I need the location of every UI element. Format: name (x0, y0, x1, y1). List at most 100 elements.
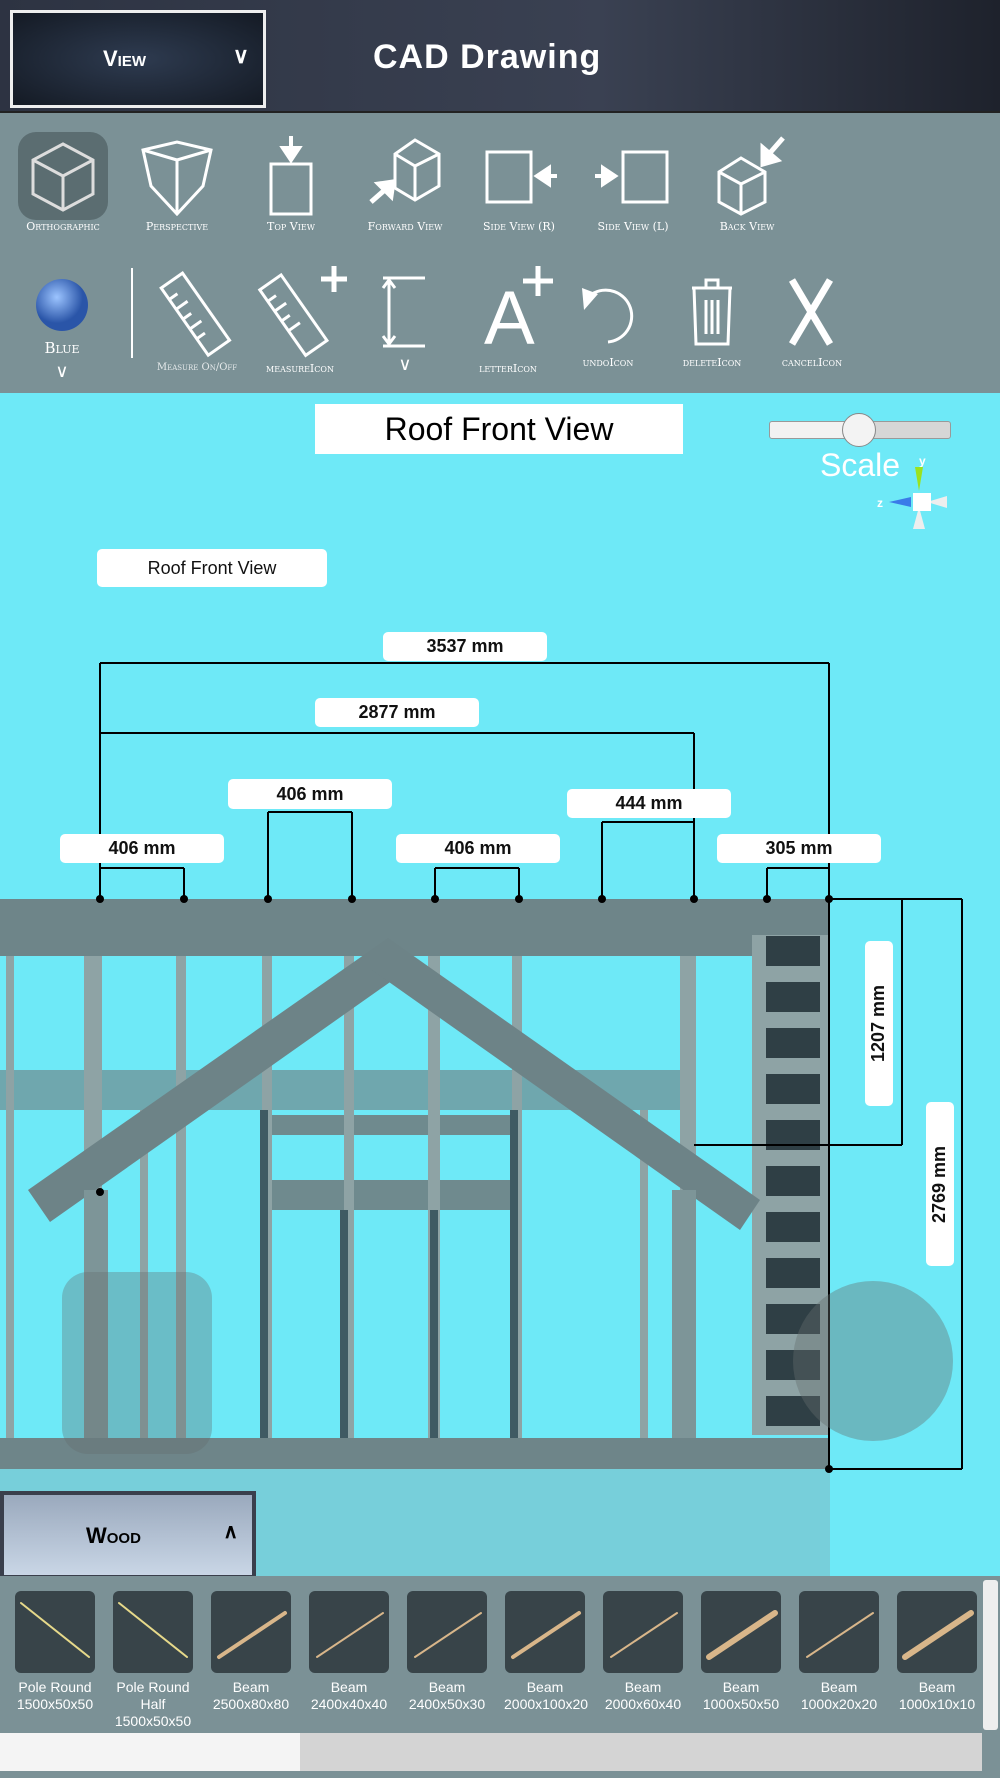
dimension-label[interactable]: 1207 mm (865, 941, 893, 1106)
material-dropdown[interactable]: Wood ∧ (0, 1491, 256, 1579)
color-selector[interactable]: Blue ∨ (7, 275, 117, 382)
tool-label: Side View (R) (483, 220, 555, 233)
back-view-button[interactable]: Back View (692, 136, 802, 233)
color-sphere-icon (36, 279, 88, 331)
dimension-button[interactable]: ∨ (350, 272, 460, 375)
ladder-rung (766, 1258, 820, 1288)
material-name: Beam (624, 1679, 662, 1695)
ladder-rung (766, 1304, 820, 1334)
tool-label: Orthographic (26, 220, 100, 233)
material-size: 1000x50x50 (702, 1696, 780, 1712)
dimension-text: 1207 mm (868, 984, 889, 1063)
tool-label: Measure On/Off (156, 362, 238, 373)
ladder-rung (766, 936, 820, 966)
tool-label: Side View (L) (597, 220, 669, 233)
dimension-label[interactable]: 305 mm (717, 834, 881, 863)
ladder-rung (766, 1166, 820, 1196)
material-name: Beam (918, 1679, 956, 1695)
side-view-left-button[interactable]: Side View (L) (578, 136, 688, 233)
material-name: Beam (428, 1679, 466, 1695)
header-bar: View ∨ CAD Drawing (0, 0, 1000, 113)
material-size: 2500x80x80 (212, 1696, 290, 1712)
tool-label: cancelIcon (781, 356, 843, 369)
add-text-button[interactable]: A letterIcon (453, 262, 563, 375)
material-size: 1000x20x20 (800, 1696, 878, 1712)
dimension-label[interactable]: 406 mm (60, 834, 224, 863)
tool-label: measureIcon (266, 362, 334, 375)
rotate-joystick[interactable] (793, 1281, 953, 1441)
vertical-scrollbar[interactable] (983, 1580, 998, 1730)
tool-label: Perspective (145, 220, 209, 233)
tool-label: letterIcon (479, 362, 537, 375)
material-size: 1500x50x50 (114, 1713, 192, 1729)
ladder-rung (766, 1396, 820, 1426)
view-dropdown[interactable]: View ∨ (10, 10, 266, 108)
view-dropdown-label: View (103, 46, 147, 71)
scrollbar-thumb[interactable] (0, 1733, 300, 1771)
move-joystick[interactable] (62, 1272, 212, 1454)
material-thumbnail (701, 1591, 781, 1673)
divider (131, 268, 133, 358)
material-size: 2400x40x40 (310, 1696, 388, 1712)
forward-view-button[interactable]: Forward View (350, 136, 460, 233)
material-name: Beam (232, 1679, 270, 1695)
chevron-down-icon: ∨ (232, 43, 249, 68)
side-right-icon (485, 150, 557, 204)
chevron-down-icon: ∨ (398, 354, 412, 374)
tool-label: Back View (719, 220, 775, 233)
dimension-label[interactable]: 3537 mm (383, 632, 547, 661)
delete-button[interactable]: deleteIcon (657, 272, 767, 369)
ladder-rung (766, 1028, 820, 1058)
material-thumbnail (505, 1591, 585, 1673)
ladder-rung (766, 1074, 820, 1104)
dimension-label[interactable]: 444 mm (567, 789, 731, 818)
tool-label: undoIcon (582, 356, 634, 369)
dimension-label[interactable]: 406 mm (396, 834, 560, 863)
roof-frame-drawing (0, 662, 963, 1576)
orthographic-button[interactable]: Orthographic (8, 136, 118, 233)
material-name: Beam (526, 1679, 564, 1695)
material-thumbnail (211, 1591, 291, 1673)
toolbar (0, 113, 1000, 393)
material-thumbnail (309, 1591, 389, 1673)
slider-handle[interactable] (842, 413, 876, 447)
material-size: 2400x50x30 (408, 1696, 486, 1712)
undo-button[interactable]: undoIcon (553, 272, 663, 369)
close-icon (788, 278, 834, 346)
material-dropdown-label: Wood (86, 1523, 141, 1548)
dimension-label[interactable]: 2769 mm (926, 1102, 954, 1266)
app-title: CAD Drawing (373, 38, 602, 76)
perspective-button[interactable]: Perspective (122, 136, 232, 233)
material-thumbnail (603, 1591, 683, 1673)
letter-add-icon: A (484, 266, 553, 358)
material-size: 1500x50x50 (16, 1696, 94, 1712)
measure-toggle-button[interactable]: Measure On/Off (142, 268, 252, 374)
top-view-button[interactable]: Top View (236, 136, 346, 233)
dimension-label[interactable]: 406 mm (228, 779, 392, 809)
color-label: Blue (44, 339, 80, 357)
trash-icon (692, 278, 732, 346)
dimension-label[interactable]: 2877 mm (315, 698, 479, 727)
horizontal-scrollbar[interactable] (0, 1733, 982, 1771)
drawing-label[interactable]: Roof Front View (97, 549, 327, 587)
ladder-rung (766, 1212, 820, 1242)
measure-add-button[interactable]: measureIcon (245, 262, 355, 375)
cad-viewport[interactable]: Roof Front View Scale y z Roof Front Vie… (0, 393, 1000, 1576)
scale-slider[interactable] (769, 413, 951, 447)
scale-label: Scale (820, 447, 901, 483)
side-view-right-button[interactable]: Side View (R) (464, 136, 574, 233)
forward-view-icon (369, 138, 441, 204)
axis-gizmo-icon[interactable]: y z (875, 455, 955, 535)
cancel-button[interactable]: cancelIcon (757, 272, 867, 369)
material-thumbnail (897, 1591, 977, 1673)
